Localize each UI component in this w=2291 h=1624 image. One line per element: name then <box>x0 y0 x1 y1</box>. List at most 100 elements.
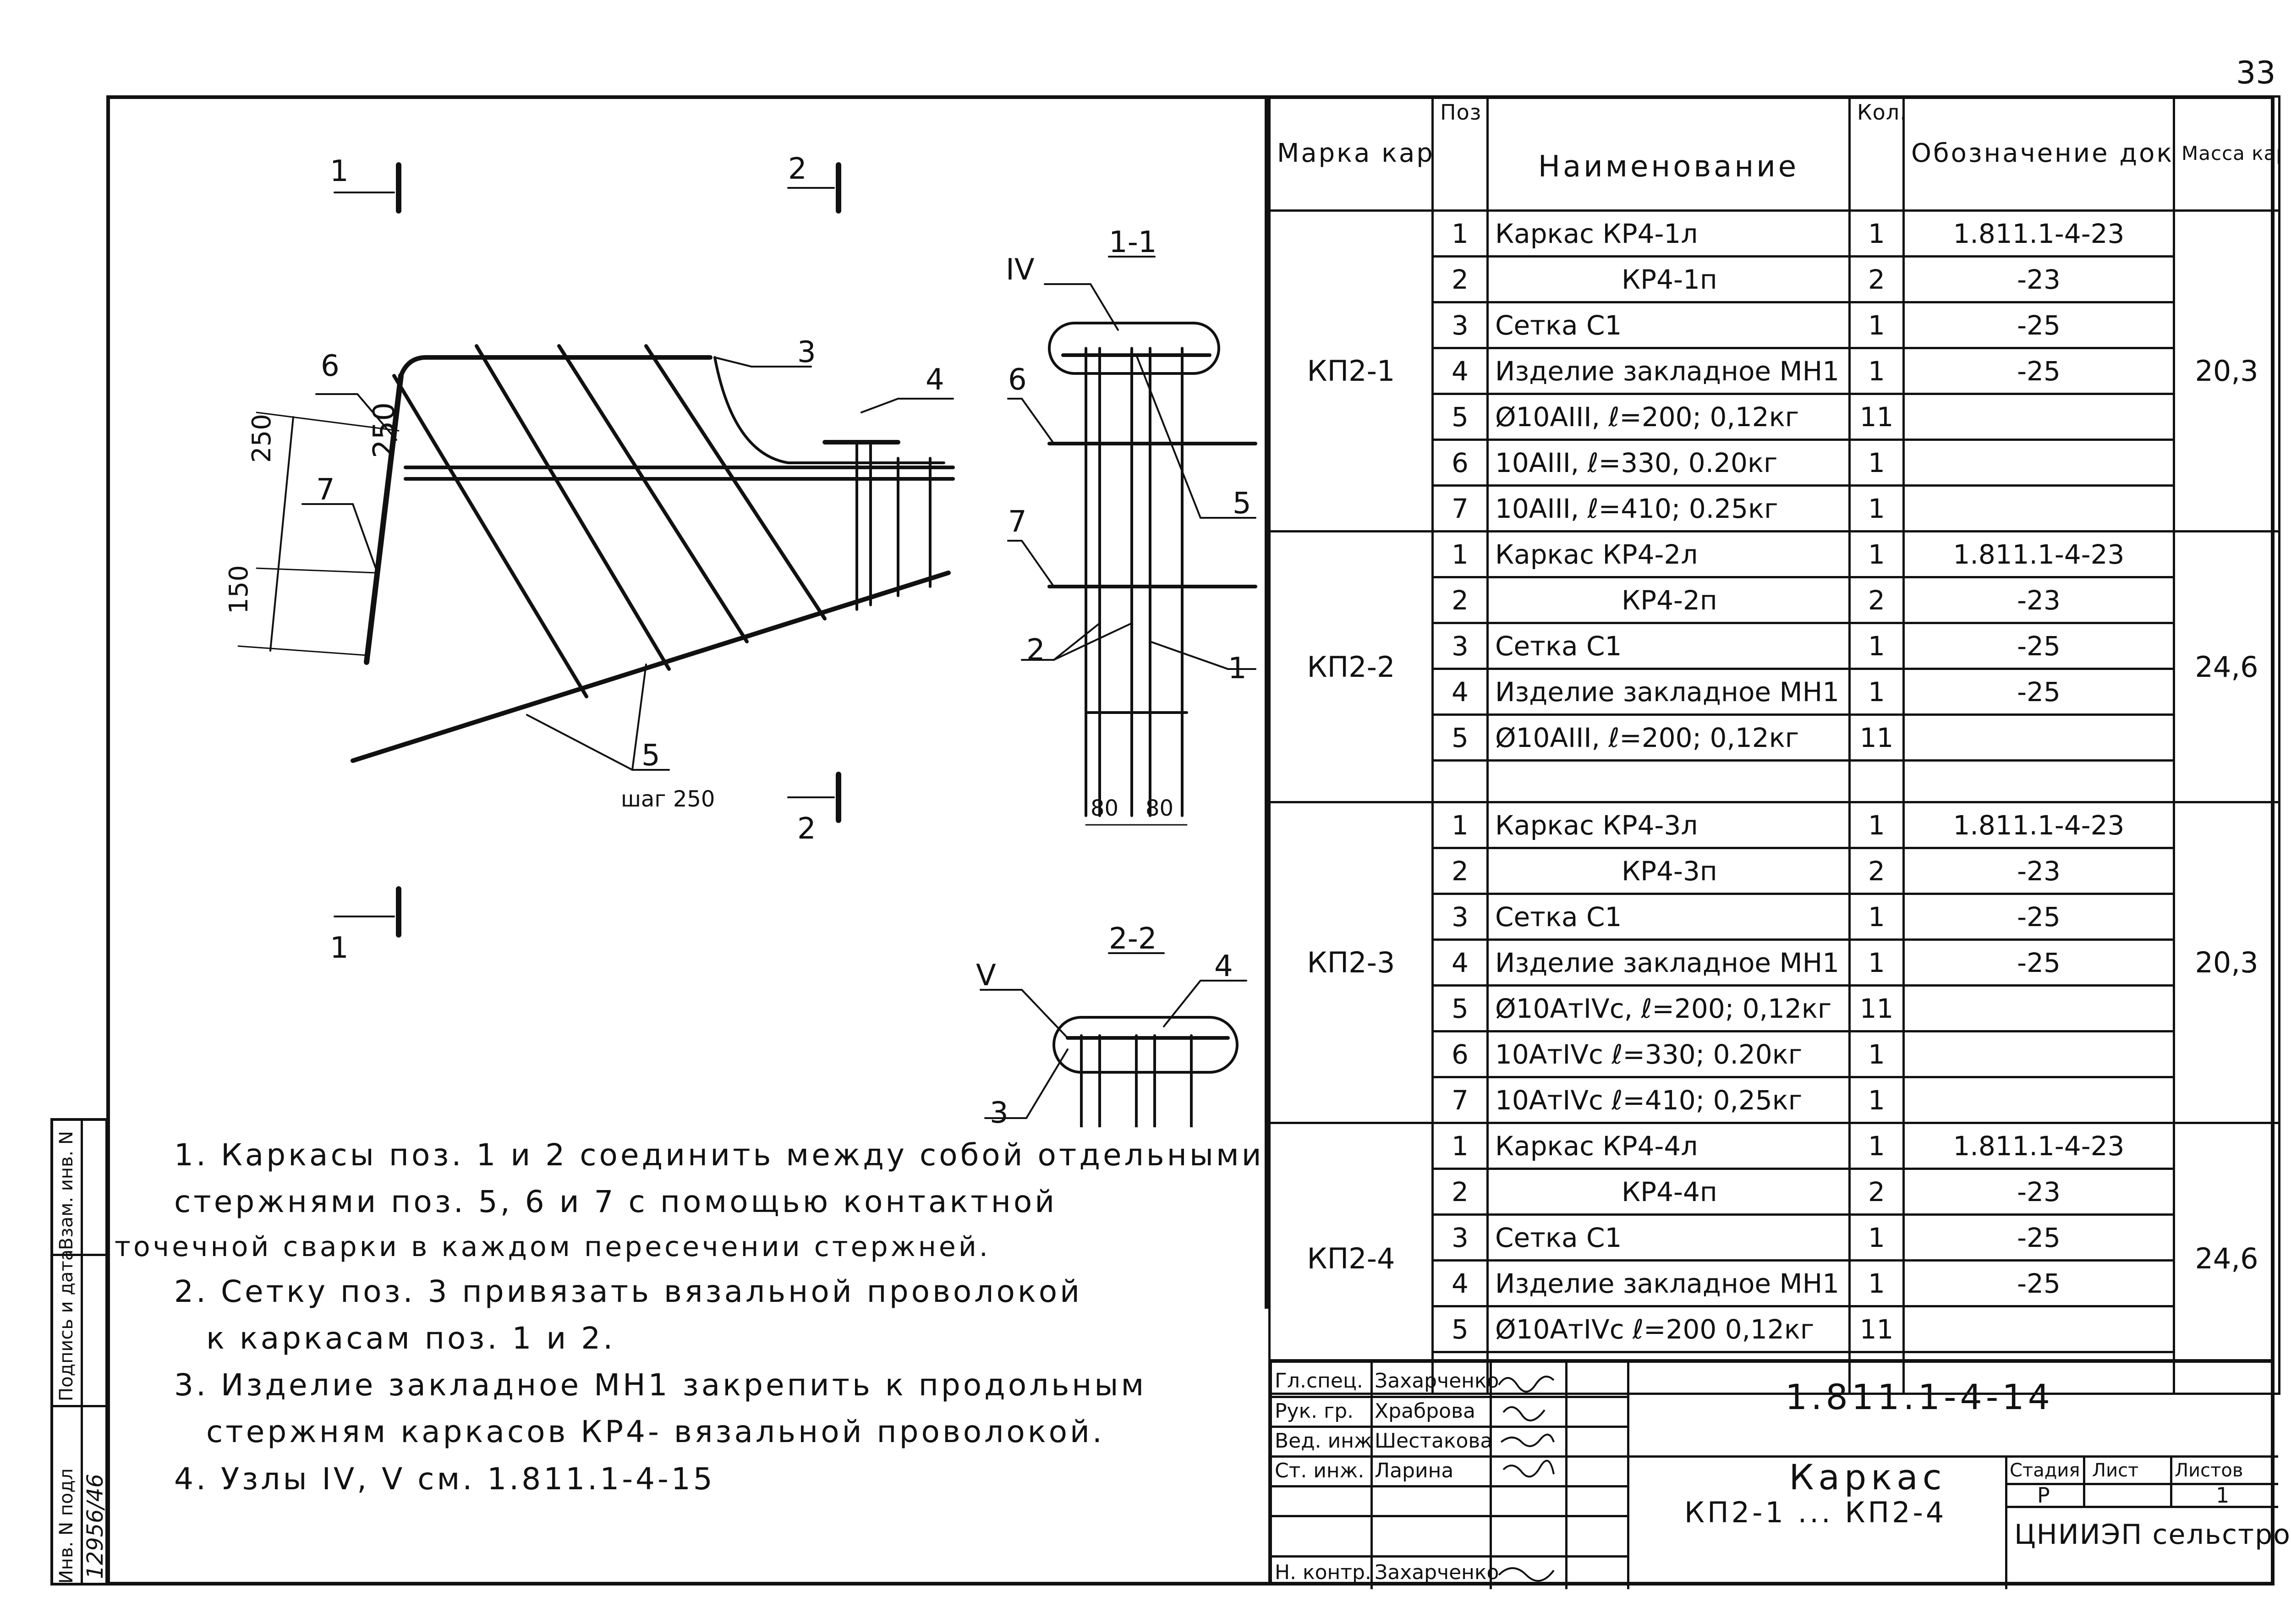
cut-1-bottom-label: 1 <box>330 931 349 965</box>
quantity <box>1848 759 1905 803</box>
dim-line <box>269 416 294 652</box>
spec-header-row: Марка каркаса Поз Наименование Кол. Обоз… <box>1268 95 2280 212</box>
position-number: 3 <box>1431 301 1489 349</box>
tb-grid-line <box>1272 1455 2278 1458</box>
pos-label-7b: 7 <box>1008 505 1027 539</box>
document-code <box>1902 713 2175 762</box>
role-3: Вед. инж <box>1275 1429 1372 1453</box>
leader-iv <box>1044 283 1119 331</box>
position-number: 5 <box>1431 713 1489 762</box>
role-4: Ст. инж. <box>1275 1459 1365 1482</box>
header-pos: Поз <box>1431 95 1489 212</box>
tb-grid-line <box>1627 1363 1629 1589</box>
header-mark: Марка каркаса <box>1268 95 1434 212</box>
frame-mass: 20,3 <box>2173 801 2280 1124</box>
side-stamp-replace-inv: Взам. инв. N <box>56 1131 77 1250</box>
quantity: 1 <box>1848 1076 1905 1124</box>
quantity: 1 <box>1848 1213 1905 1262</box>
leader-v <box>980 989 1069 1039</box>
frame-mark: КП2-1 <box>1268 209 1434 532</box>
quantity: 1 <box>1848 301 1905 349</box>
document-code: -25 <box>1902 938 2175 987</box>
position-number: 7 <box>1431 484 1489 532</box>
quantity: 11 <box>1848 984 1905 1032</box>
tb-grid-line <box>2005 1455 2007 1589</box>
pos-label-5b: 5 <box>1233 487 1251 521</box>
tb-grid-line <box>1370 1363 1373 1589</box>
quantity: 11 <box>1848 713 1905 762</box>
name-6: Захарченко <box>1375 1561 1499 1584</box>
frame-mass: 20,3 <box>2173 209 2280 532</box>
dim-80-b: 80 <box>1146 796 1173 821</box>
document-code <box>1902 759 2175 803</box>
side-stamp-inv-orig: Инв. N подл <box>56 1468 77 1584</box>
side-stamp-sign-date: Подпись и дата <box>56 1249 77 1401</box>
leader-3 <box>714 357 812 368</box>
org-name: ЦНИИЭП сельстрой <box>2014 1519 2291 1551</box>
leader-7 <box>301 503 377 569</box>
tb-grid-line <box>2170 1455 2172 1506</box>
header-mass: Масса каркаса, кг <box>2173 95 2280 212</box>
item-name <box>1486 759 1851 803</box>
position-number: 5 <box>1431 393 1489 441</box>
pos-label-1: 1 <box>1228 652 1247 686</box>
tb-grid-line <box>2005 1506 2278 1508</box>
frame-mark: КП2-2 <box>1268 530 1434 803</box>
quantity: 1 <box>1848 530 1905 578</box>
side-stamp-inv-value: 12956/46 <box>82 1474 108 1579</box>
note-line: 2. Сетку поз. 3 привязать вязальной пров… <box>174 1273 1082 1309</box>
leader-5b <box>631 664 647 771</box>
header-doc: Обозначение документа <box>1902 95 2175 212</box>
note-line: 1. Каркасы поз. 1 и 2 соединить между со… <box>174 1137 1264 1220</box>
item-name: Изделие закладное МН1 <box>1486 347 1851 395</box>
sheet-label: Лист <box>2092 1460 2139 1481</box>
frame-mark: КП2-4 <box>1268 1122 1434 1395</box>
item-name: 10АIII, ℓ=410; 0.25кг <box>1486 484 1851 532</box>
dim-ext <box>256 411 400 432</box>
cut-1-top-label: 1 <box>330 154 349 188</box>
item-name: 10АтIVс ℓ=410; 0,25кг <box>1486 1076 1851 1124</box>
leader-6 <box>315 393 397 441</box>
tb-grid-line <box>1272 1555 1629 1558</box>
dim-label-250-rot: 250 <box>247 414 277 463</box>
role-2: Рук. гр. <box>1275 1399 1354 1423</box>
drawing-area: 250 150 250 1 1 2 2 1-1 2-2 IV V 80 80 ш… <box>224 152 1257 1127</box>
diag-bar <box>475 344 671 671</box>
item-name: Каркас КР4-1л <box>1486 209 1851 258</box>
item-name: Каркас КР4-4л <box>1486 1122 1851 1170</box>
leader-section-3 <box>984 1048 1069 1119</box>
quantity: 1 <box>1848 1122 1905 1170</box>
document-code <box>1902 1305 2175 1353</box>
side-stamp-divider <box>53 1254 105 1256</box>
document-code <box>1902 484 2175 532</box>
dim-80-a: 80 <box>1091 796 1118 821</box>
tb-grid-line <box>2083 1455 2085 1506</box>
tb-grid-line <box>1565 1363 1568 1589</box>
quantity: 2 <box>1848 255 1905 303</box>
quantity: 1 <box>1848 801 1905 849</box>
role-1: Гл.спец. <box>1275 1369 1363 1393</box>
document-code: -23 <box>1902 847 2175 895</box>
dim-label-150: 150 <box>224 565 254 614</box>
position-number: 3 <box>1431 1213 1489 1262</box>
bottom-chord <box>351 571 951 763</box>
leader-section-4 <box>1163 980 1247 1027</box>
tb-grid-line <box>2005 1483 2278 1485</box>
side-stamp-column <box>53 1121 83 1583</box>
document-code: -25 <box>1902 622 2175 670</box>
spec-row <box>1270 1351 2280 1395</box>
note-line: стержням каркасов КР4- вязальной проволо… <box>206 1414 1105 1450</box>
signature <box>1498 1376 1555 1393</box>
pos-label-6: 6 <box>321 349 340 383</box>
